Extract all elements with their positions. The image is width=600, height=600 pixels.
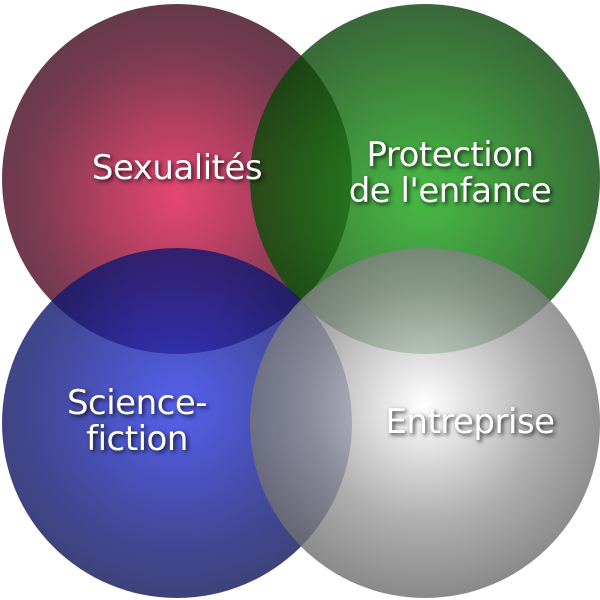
label-protection-de-l-enfance: Protection de l'enfance [300, 137, 600, 209]
label-line: de l'enfance [348, 171, 552, 211]
label-entreprise: Entreprise [320, 404, 600, 440]
label-science-fiction: Science- fiction [0, 385, 287, 457]
label-line: Protection [366, 135, 534, 175]
label-line: fiction [86, 419, 188, 459]
label-sexualites: Sexualités [27, 150, 327, 186]
label-line: Entreprise [385, 402, 555, 442]
label-line: Sexualités [91, 148, 263, 188]
label-line: Science- [66, 383, 208, 423]
circle-entreprise [250, 248, 600, 598]
